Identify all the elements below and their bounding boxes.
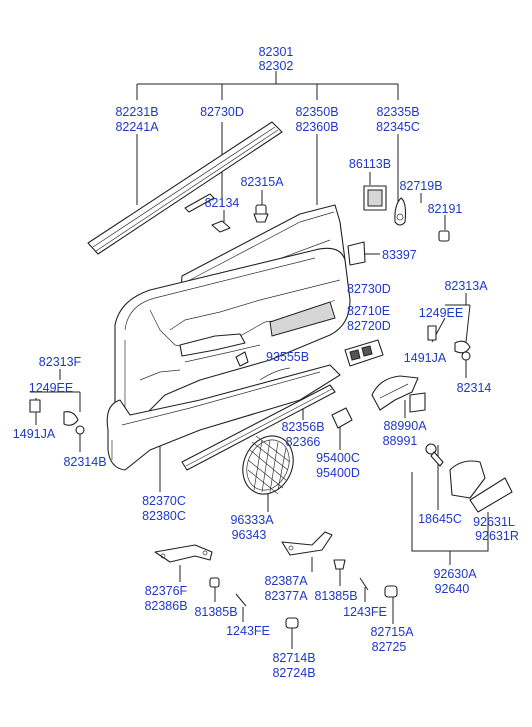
grip-left-part (29, 399, 85, 435)
label-81385b-right: 81385B (314, 589, 357, 603)
label-82720d: 82720D (347, 319, 391, 333)
leader-lines (30, 71, 489, 649)
label-82710e: 82710E (347, 304, 390, 318)
inner-handle-part (394, 197, 407, 226)
plate-part (347, 241, 366, 266)
label-95400d: 95400D (316, 466, 360, 480)
label-1249ee-left: 1249EE (29, 381, 73, 395)
lower-door-panel-part (106, 364, 341, 471)
upper-trim-strip-part (184, 193, 215, 213)
small-switch-part (235, 351, 249, 367)
label-82715a: 82715A (370, 625, 414, 639)
label-88990a: 88990A (383, 419, 427, 433)
bracket-mid-part (281, 531, 333, 556)
window-switch-part (344, 339, 384, 367)
label-1249ee-right: 1249EE (419, 306, 463, 320)
label-82313a: 82313A (444, 279, 488, 293)
part-number-labels: 82301 82302 82231B 82241A 82730D 82350B … (13, 45, 519, 680)
label-82730d-top: 82730D (200, 105, 244, 119)
label-82730d-mid: 82730D (347, 282, 391, 296)
label-82302: 82302 (259, 59, 294, 73)
label-1243fe-right: 1243FE (343, 605, 387, 619)
label-82380c: 82380C (142, 509, 186, 523)
label-83397: 83397 (382, 248, 417, 262)
clip-parts (211, 204, 269, 233)
label-81385b-left: 81385B (194, 605, 237, 619)
pocket-strip-part (181, 384, 336, 471)
lens-part (449, 460, 513, 513)
label-82350b: 82350B (295, 105, 338, 119)
lamp-assembly-part (371, 375, 426, 413)
label-82387a: 82387A (264, 574, 308, 588)
label-95400c: 95400C (316, 451, 360, 465)
label-82725: 82725 (372, 640, 407, 654)
label-92631l: 92631L (473, 515, 515, 529)
label-82370c: 82370C (142, 494, 186, 508)
label-82719b: 82719B (399, 179, 442, 193)
label-1243fe-left: 1243FE (226, 624, 270, 638)
fastener-parts (209, 559, 398, 629)
label-82345c: 82345C (376, 120, 420, 134)
label-93555b: 93555B (266, 350, 309, 364)
grip-right-part (427, 325, 471, 361)
cover-part (363, 185, 387, 211)
bulb-part (425, 443, 444, 467)
label-82714b: 82714B (272, 651, 315, 665)
label-96343: 96343 (232, 528, 267, 542)
label-1491ja-right: 1491JA (404, 351, 447, 365)
label-82134: 82134 (205, 196, 240, 210)
label-82315a: 82315A (240, 175, 284, 189)
label-82376f: 82376F (145, 584, 188, 598)
weatherstrip-part (87, 121, 283, 255)
label-82335b: 82335B (376, 105, 419, 119)
speaker-grille-part (242, 435, 294, 495)
label-82191: 82191 (428, 202, 463, 216)
label-82241a: 82241A (115, 120, 159, 134)
label-82314: 82314 (457, 381, 492, 395)
main-trim-panel-part (114, 247, 351, 427)
label-1491ja-left: 1491JA (13, 427, 56, 441)
label-96333a: 96333A (230, 513, 274, 527)
label-88991: 88991 (383, 434, 418, 448)
label-86113b: 86113B (349, 157, 391, 171)
label-82301: 82301 (259, 45, 294, 59)
label-18645c: 18645C (418, 512, 462, 526)
label-82313f: 82313F (39, 355, 82, 369)
label-82314b: 82314B (63, 455, 106, 469)
cap-part (438, 230, 450, 242)
label-82366: 82366 (286, 435, 321, 449)
bracket-left-part (154, 544, 213, 563)
label-82377a: 82377A (264, 589, 308, 603)
label-92640: 92640 (435, 582, 470, 596)
label-82360b: 82360B (295, 120, 338, 134)
label-82724b: 82724B (272, 666, 315, 680)
label-82386b: 82386B (144, 599, 187, 613)
speaker-unit-part (331, 407, 353, 429)
label-92630a: 92630A (433, 567, 477, 581)
label-82356b: 82356B (281, 420, 324, 434)
label-92631r: 92631R (475, 529, 519, 543)
label-82231b: 82231B (115, 105, 158, 119)
